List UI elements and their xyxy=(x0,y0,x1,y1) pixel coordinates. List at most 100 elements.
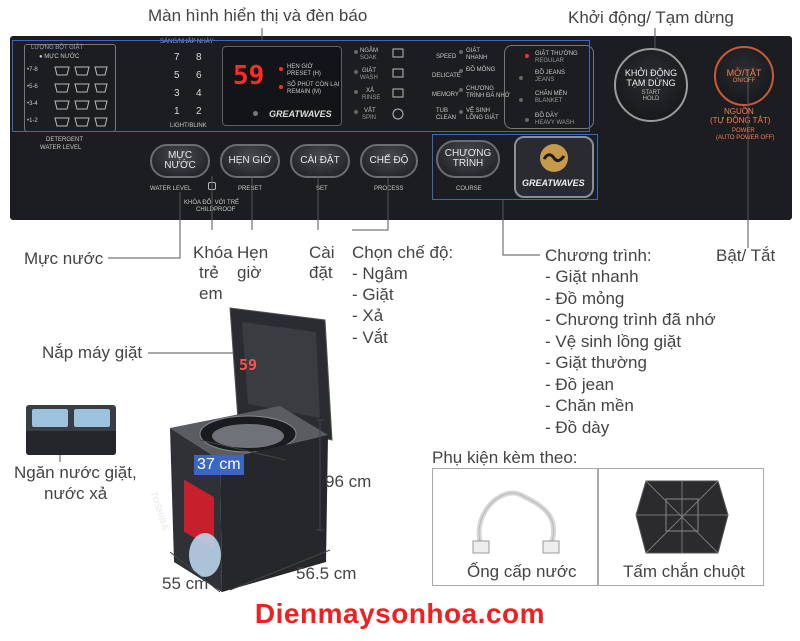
process-sub: PROCESS xyxy=(374,186,404,192)
mode-label: RINSE xyxy=(362,95,381,101)
water-level-button[interactable]: MỰC NƯỚC xyxy=(150,144,210,178)
washing-machine-illustration xyxy=(170,307,333,592)
child-lock-icon xyxy=(208,182,216,190)
callout-child-lock: em xyxy=(199,284,223,303)
level-number: 4 xyxy=(196,88,202,99)
water-header: ● MỰC NƯỚC xyxy=(39,54,80,60)
water-row: •3-4 xyxy=(27,101,38,107)
preset-sub: PRESET xyxy=(238,186,263,192)
display-digits: 59 xyxy=(233,61,265,91)
start-label: TẠM DỪNG xyxy=(626,78,676,88)
water-hose-icon xyxy=(472,490,560,554)
start-sub: START xyxy=(641,90,661,96)
program-vn: GIẶT NHANH xyxy=(466,48,488,61)
program-vn: ĐỒ MỎNG xyxy=(466,67,496,73)
mode-label: SOAK xyxy=(360,55,377,61)
process-button[interactable]: CHẾ ĐỘ xyxy=(360,144,418,178)
display-info: HẸN GIỜ xyxy=(287,64,313,70)
callout-program-item: - Vệ sinh lồng giặt xyxy=(545,332,682,351)
water-level-sub: WATER LEVEL xyxy=(150,186,192,192)
callout-mode-item: - Ngâm xyxy=(352,264,408,283)
program-panel: GIẶT THƯỜNG REGULAR ĐỒ JEANS JEANS CHĂN … xyxy=(504,45,594,129)
mode-label: WASH xyxy=(360,75,378,81)
accessory-box: Tấm chắn chuột xyxy=(598,468,764,586)
drawer-front xyxy=(26,431,116,455)
auto-off-sub: (AUTO POWER OFF) xyxy=(716,135,775,141)
program-vn: CHĂN MỀN xyxy=(535,91,568,97)
accessory-box: Ống cấp nước xyxy=(432,468,598,586)
preset-button[interactable]: HẸN GIỜ xyxy=(220,144,280,178)
callout-detergent: nước xả xyxy=(44,484,108,503)
power-label: MỞ/TẮT xyxy=(726,68,762,78)
program-en: DELICATE xyxy=(432,73,461,79)
course-sub: COURSE xyxy=(456,186,482,192)
child-lock-label: CHILDPROOF xyxy=(196,207,236,213)
drawer-compartment xyxy=(32,409,68,427)
level-number: 1 xyxy=(174,106,180,117)
callout-program-item: - Đồ mỏng xyxy=(545,289,625,308)
callout-program-item: - Giặt thường xyxy=(545,353,647,372)
dimension-depth-front: 37 cm xyxy=(194,455,244,475)
program-en: JEANS xyxy=(535,77,555,83)
led-indicator xyxy=(459,69,463,73)
led-indicator xyxy=(279,85,283,89)
light-header: SÁNG/NHẤP NHÁY xyxy=(160,39,214,45)
start-sub: HOLD xyxy=(642,96,660,102)
program-en: SPEED xyxy=(436,54,457,60)
callout-program-item: - Chăn mền xyxy=(545,396,634,415)
led-indicator xyxy=(354,70,358,74)
callout-program-item: - Chương trình đã nhớ xyxy=(545,310,716,329)
display-callout-box xyxy=(12,40,590,132)
auto-off-sub: POWER xyxy=(732,128,755,134)
set-button[interactable]: CÀI ĐẶT xyxy=(290,144,350,178)
program-en: TUB CLEAN xyxy=(436,108,457,121)
display-info: REMAIN (M) xyxy=(287,89,321,95)
callout-lid: Nắp máy giặt xyxy=(42,343,143,362)
digital-display: 59 HẸN GIỜ PRESET (H) SỐ PHÚT CÒN LẠI RE… xyxy=(222,46,342,126)
program-vn: ĐỒ JEANS xyxy=(535,70,566,76)
auto-off-label: NGUỒN xyxy=(724,107,754,116)
start-label: KHỞI ĐỘNG xyxy=(624,68,678,78)
callout-program-item: - Đồ jean xyxy=(545,375,614,394)
mode-label: XẢ xyxy=(366,88,375,94)
dimension-height: 96 cm xyxy=(325,472,372,491)
callout-detergent: Ngăn nước giặt, xyxy=(14,463,137,482)
level-number: 7 xyxy=(174,52,180,63)
callout-mode-title: Chọn chế độ: xyxy=(352,243,454,262)
machine-display: 59 xyxy=(239,356,258,374)
start-hold-button[interactable]: KHỞI ĐỘNG TẠM DỪNG START HOLD xyxy=(614,48,688,122)
mode-label: SPIN xyxy=(362,115,377,121)
dimension-depth: 56.5 cm xyxy=(296,564,357,583)
callout-display: Màn hình hiển thị và đèn báo xyxy=(148,6,368,25)
led-indicator xyxy=(354,110,358,114)
display-info: SỐ PHÚT CÒN LẠI xyxy=(287,82,340,88)
callout-mode-item: - Vắt xyxy=(352,328,388,347)
detergent-cup-icon xyxy=(54,66,108,127)
light-footer: LIGHT/BLINK xyxy=(170,123,207,129)
led-indicator xyxy=(459,50,463,54)
callout-timer: giờ xyxy=(237,263,262,282)
callout-program-title: Chương trình: xyxy=(545,246,652,265)
program-vn: VỆ SINH LỒNG GIẶT xyxy=(466,108,499,121)
child-lock-label: KHÓA ĐỔI VỚI TRẺ xyxy=(184,200,240,206)
callout-child-lock: trẻ xyxy=(199,263,219,282)
mode-label: GIẶT xyxy=(362,68,377,74)
led-indicator xyxy=(459,88,463,92)
level-number: 8 xyxy=(196,52,202,63)
led-indicator xyxy=(525,54,529,58)
detergent-chart: LƯỢNG BỘT GIẶT ● MỰC NƯỚC •7-8 •5-6 •3-4… xyxy=(24,44,116,132)
program-vn: CHƯƠNG TRÌNH ĐÃ NHỚ xyxy=(466,86,510,99)
auto-off-label: (TỰ ĐỘNG TẮT) xyxy=(710,116,771,125)
water-row: •7-8 xyxy=(27,67,38,73)
accessory-label: Ống cấp nước xyxy=(467,562,577,581)
callout-program-item: - Đồ dày xyxy=(545,418,610,437)
course-button[interactable]: CHƯƠNG TRÌNH xyxy=(436,140,500,178)
power-button[interactable]: MỞ/TẮT ON/OFF xyxy=(714,46,774,106)
greatwaves-button[interactable]: GREATWAVES xyxy=(514,136,594,198)
footer-brand: Dienmaysonhoa.com xyxy=(254,598,546,629)
level-number: 5 xyxy=(174,70,180,81)
control-panel: LƯỢNG BỘT GIẶT ● MỰC NƯỚC •7-8 •5-6 •3-4… xyxy=(10,36,792,220)
led-indicator xyxy=(519,76,523,80)
led-indicator xyxy=(279,67,283,71)
level-number: 3 xyxy=(174,88,180,99)
